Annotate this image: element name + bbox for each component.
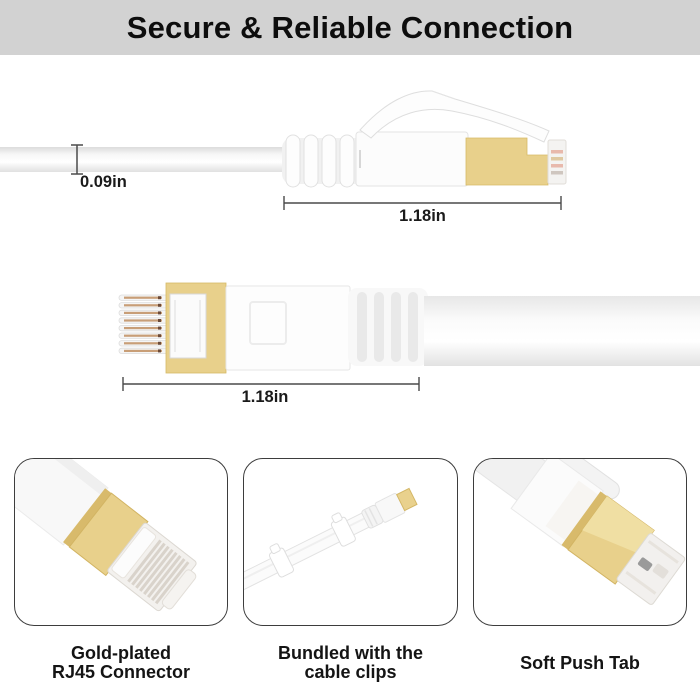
gold-connector-head: [165, 282, 227, 374]
top-connector-length-label: 1.18in: [399, 207, 446, 225]
strain-relief-boot: [282, 134, 366, 188]
connector-body-rear: [225, 285, 351, 371]
gold-rj45-closeup: [15, 459, 197, 612]
clear-connector-tip: [547, 139, 567, 185]
feature-label-gold-plated-rj45: Gold-plated RJ45 Connector: [51, 643, 191, 682]
top-cable-illustration: [0, 90, 567, 210]
feature-label-cable-clips: Bundled with the cable clips: [278, 643, 423, 682]
banner: Secure & Reliable Connection: [0, 0, 700, 55]
feature-card-soft-push-tab: [473, 458, 687, 626]
rj45-contact-pins: [118, 294, 170, 354]
mid-connector-length-label: 1.18in: [241, 388, 289, 406]
gold-shield: [465, 137, 549, 186]
flat-cable: [0, 147, 292, 172]
push-tab-closeup: [474, 459, 686, 605]
cable-clips-closeup: [244, 487, 418, 595]
thickness-measurement-bracket: [71, 144, 83, 175]
strain-relief-boot-rear: [348, 288, 428, 366]
flat-cable-rear: [424, 296, 700, 366]
cable-clip: [330, 512, 356, 547]
feature-card-gold-plated-rj45: [14, 458, 228, 626]
feature-label-soft-push-tab: Soft Push Tab: [520, 652, 640, 673]
mid-cable-illustration: [118, 282, 700, 391]
top-length-measurement-bracket: [283, 196, 562, 210]
cable-thickness-label: 0.09in: [80, 173, 127, 191]
mid-length-measurement-bracket: [122, 377, 420, 391]
push-tab-latch: [359, 90, 550, 143]
feature-card-cable-clips: [243, 458, 458, 626]
banner-title: Secure & Reliable Connection: [126, 9, 574, 45]
mini-connector: [361, 487, 418, 529]
cable-clip: [268, 543, 294, 578]
connector-body: [355, 131, 469, 187]
